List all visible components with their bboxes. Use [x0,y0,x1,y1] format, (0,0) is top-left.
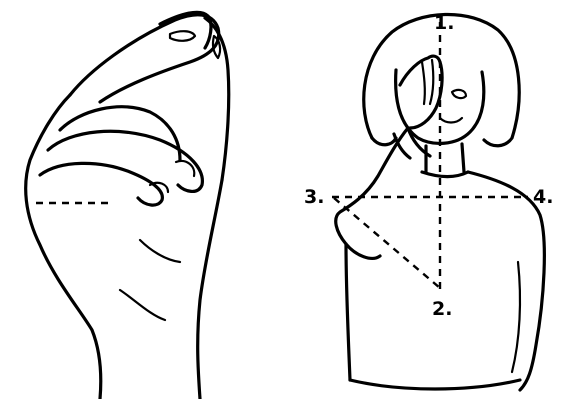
woman-raised-arm [336,128,408,258]
point-label-2: 2. [432,300,452,319]
woman-eye [452,90,466,98]
hand-index-finger [70,15,219,102]
hand-closeup-drawing [26,12,229,399]
hand-palm-crease-2 [140,240,180,262]
woman-hem [350,380,520,389]
woman-finger-line-2 [430,60,433,104]
woman-collar [422,172,468,177]
woman-hair-left-tip [372,138,396,145]
hand-knuckle-line-2 [176,161,194,176]
hand-wrist-right [198,180,222,399]
woman-torso-left [346,244,350,380]
woman-finger-line [422,62,425,104]
hand-little-finger [40,163,162,205]
woman-mouth [440,118,462,123]
hand-nail [170,31,195,41]
reference-line-diagonal [334,198,440,288]
woman-hand-at-face [400,56,442,128]
hand-palm-crease [120,290,165,320]
woman-figure-drawing [332,14,544,390]
point-label-1: 1. [434,14,454,33]
point-label-3: 3. [304,188,324,207]
point-label-4: 4. [533,188,553,207]
woman-side-fold [512,262,520,372]
woman-neck-right [462,144,464,172]
